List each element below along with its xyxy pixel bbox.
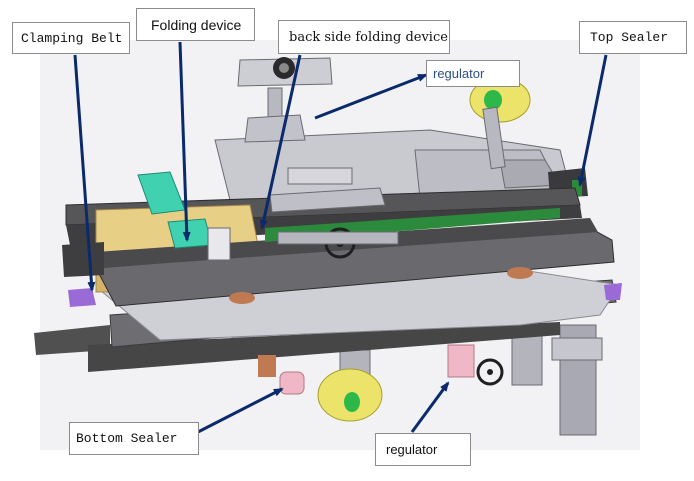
top-sealer-label: Top Sealer <box>579 21 687 54</box>
upper-tape-roll <box>469 77 531 170</box>
clamp-brackets <box>68 283 622 307</box>
support-legs <box>231 324 603 436</box>
back-side-folding-device-label: back side folding device <box>278 20 450 54</box>
regulator-bottom-arrow <box>410 381 450 433</box>
bottom-sealer-label: Bottom Sealer <box>69 422 199 455</box>
bottom-sealer-parts <box>258 344 504 422</box>
folding-device-label: Folding device <box>136 8 255 41</box>
regulator-top-arrow <box>314 73 428 120</box>
bronze-pads <box>229 267 533 304</box>
clamping-belt-arrow <box>73 54 96 292</box>
back-side-folding-arrow <box>259 54 302 230</box>
regulator-bottom-label: regulator <box>375 433 471 466</box>
bottom-sealer-arrow <box>197 387 284 434</box>
back-side-folding-mechanism <box>269 167 399 259</box>
callout-arrows <box>73 41 608 434</box>
regulator-tower <box>237 57 333 143</box>
top-sealer-arrow <box>577 54 608 187</box>
folding-device-arrow <box>178 41 191 242</box>
regulator-top-label: regulator <box>426 60 520 87</box>
clamping-belt-label: Clamping Belt <box>12 22 130 54</box>
